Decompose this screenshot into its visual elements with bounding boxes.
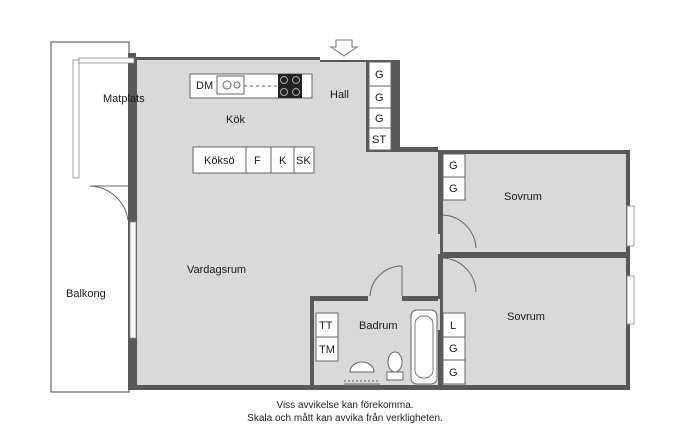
kitchen-island: Köksö F K SK [192, 146, 315, 174]
room-matplats: Matplats [103, 93, 145, 105]
hall-wardrobe-2: G [375, 92, 384, 104]
entrance-arrow-icon [329, 39, 359, 57]
room-balkong: Balkong [66, 288, 106, 300]
toilet-icon [387, 351, 403, 373]
sovrum1-wardrobes: G G [442, 153, 466, 201]
label-tm: TM [319, 344, 335, 356]
label-dm: DM [196, 80, 213, 92]
label-tt: TT [319, 320, 333, 332]
room-kok: Kök [226, 114, 245, 126]
balcony-outline [50, 41, 130, 393]
label-koksoe: Köksö [204, 155, 235, 167]
sink-icon [349, 361, 375, 373]
windows [72, 57, 635, 339]
room-vardagsrum: Vardagsrum [187, 264, 246, 276]
hall-wardrobe-4: ST [372, 134, 386, 146]
interior-walls [128, 150, 626, 388]
label-f: F [254, 155, 261, 167]
hall-wardrobe-1: G [375, 69, 384, 81]
hall-wardrobes: G G G ST [368, 61, 392, 151]
room-sovrum-1: Sovrum [504, 191, 542, 203]
sovrum1-wardrobe-2: G [449, 183, 458, 195]
floors [137, 60, 626, 385]
label-k: K [279, 155, 287, 167]
bathroom-fixtures: TT TM [315, 309, 438, 385]
door-swings [89, 185, 477, 297]
room-labels: Matplats Kök Hall Vardagsrum Balkong Sov… [66, 89, 545, 332]
kitchen-counter: DM [189, 73, 313, 99]
label-sk: SK [296, 155, 311, 167]
sovrum2-wardrobe-3: G [449, 367, 458, 379]
disclaimer-line-2: Skala och mått kan avvika från verklighe… [247, 413, 443, 424]
sovrum2-wardrobe-2: G [449, 343, 458, 355]
hall-wardrobe-3: G [375, 113, 384, 125]
room-hall: Hall [330, 89, 349, 101]
disclaimer-line-1: Viss avvikelse kan förekomma. [276, 400, 414, 411]
sovrum2-wardrobe-1: L [450, 320, 456, 332]
sovrum2-wardrobes: L G G [442, 312, 466, 385]
room-sovrum-2: Sovrum [507, 311, 545, 323]
sovrum1-wardrobe-1: G [449, 160, 458, 172]
room-badrum: Badrum [359, 320, 398, 332]
